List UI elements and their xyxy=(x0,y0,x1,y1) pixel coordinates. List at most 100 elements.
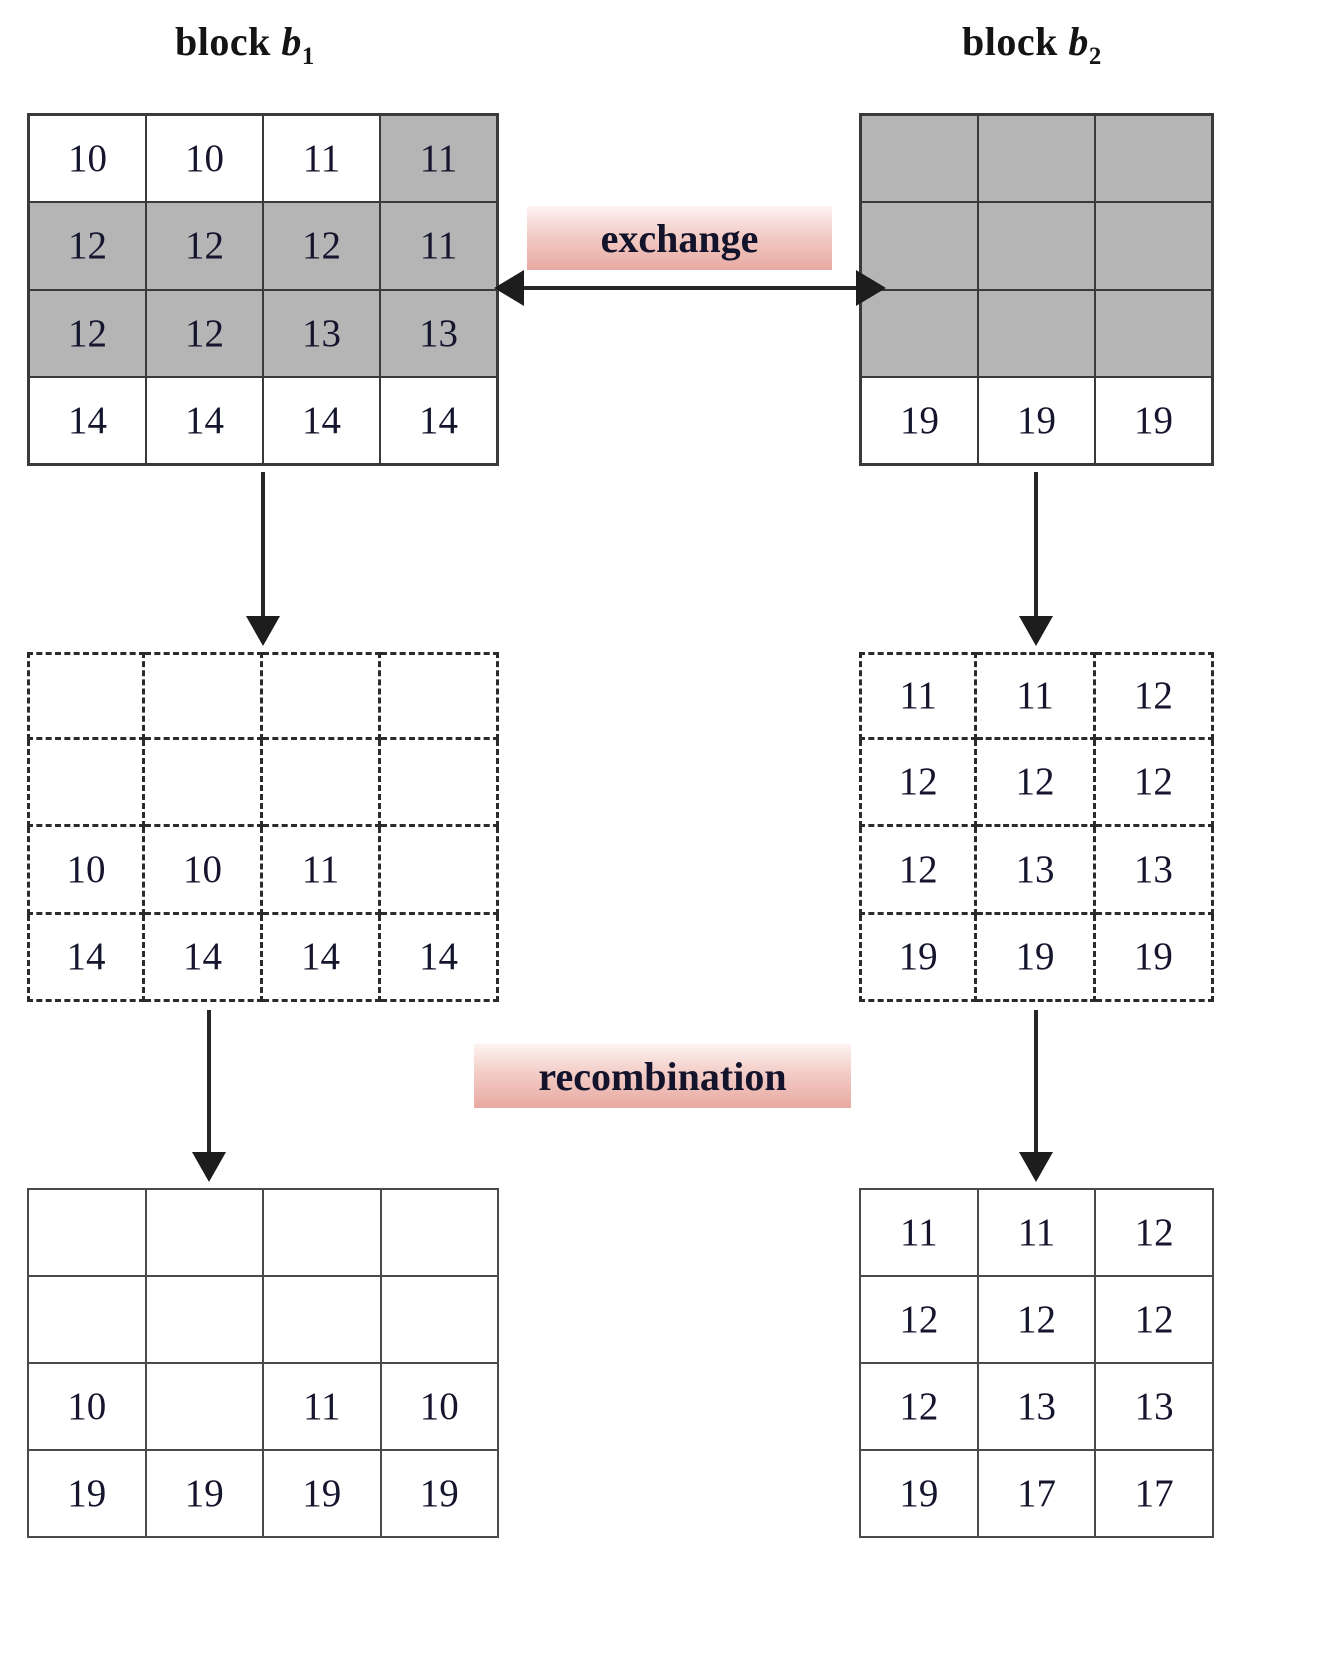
block-b2-split-grid-cell-r4c2: 19 xyxy=(977,914,1096,1002)
block-b2-source-grid-cell-r1c2 xyxy=(979,116,1094,202)
block-b1-result-grid-cell-r3c3: 11 xyxy=(264,1364,380,1449)
block-b1-source-grid-cell-r2c1: 12 xyxy=(30,203,145,289)
block-b2-source-grid-cell-r4c1: 19 xyxy=(862,377,977,463)
block-b1-source-grid-cell-r1c4: 11 xyxy=(381,116,496,202)
block-b1-source-grid-cell-r4c3: 14 xyxy=(264,377,379,463)
block-b1-source-grid-cell-r4c4: 14 xyxy=(381,377,496,463)
block-b2-result-grid-cell-r2c2: 12 xyxy=(978,1277,1095,1362)
exchange-arrow-head-left xyxy=(494,270,524,306)
block-b1-source-grid-cell-r4c1: 14 xyxy=(30,377,145,463)
block1-split-arrow-head xyxy=(246,616,280,646)
recombination-label: recombination xyxy=(474,1044,851,1108)
block-b1-result-grid-cell-r4c3: 19 xyxy=(264,1451,380,1536)
block-b2-source-grid-cell-r2c3 xyxy=(1096,203,1211,289)
block-b2-split-grid-cell-r1c1: 11 xyxy=(859,652,978,740)
block-b2-result-grid-cell-r2c3: 12 xyxy=(1096,1277,1212,1362)
block-b1-source-grid-cell-r1c2: 10 xyxy=(147,116,262,202)
block-b1-source-grid-cell-r3c3: 13 xyxy=(264,290,379,376)
block-b1-split-grid-cell-r1c1 xyxy=(27,652,145,740)
block-b1-split-grid-cell-r4c1: 14 xyxy=(27,914,145,1002)
block-b1-split-grid-cell-r1c4 xyxy=(381,652,499,740)
block1-recombine-arrow-head xyxy=(192,1152,226,1182)
block2-split-arrow-line xyxy=(1034,472,1038,622)
block-b2-result-grid-cell-r1c1: 11 xyxy=(861,1190,977,1275)
block-b2-source-grid-cell-r4c2: 19 xyxy=(979,377,1094,463)
block-b2-result-grid-cell-r1c2: 11 xyxy=(978,1190,1095,1275)
block-b2-source-grid-cell-r4c3: 19 xyxy=(1096,377,1211,463)
block-b2-title-symbol: b2 xyxy=(1068,19,1102,70)
block-b2-source-grid-cell-r1c1 xyxy=(862,116,977,202)
block-b2-result-grid-cell-r4c3: 17 xyxy=(1096,1451,1212,1536)
block-b2-split-grid-cell-r1c3: 12 xyxy=(1095,652,1214,740)
block-b2-split-grid-cell-r4c1: 19 xyxy=(859,914,978,1002)
block-b1-split-grid-cell-r2c4 xyxy=(381,739,499,827)
block-b1-split-grid-cell-r4c3: 14 xyxy=(263,914,381,1002)
block-b1-result-grid-cell-r4c4: 19 xyxy=(381,1451,497,1536)
block-b1-result-grid-cell-r4c2: 19 xyxy=(146,1451,262,1536)
block-b1-result-grid-cell-r3c1: 10 xyxy=(29,1364,145,1449)
block-b1-source-grid-cell-r4c2: 14 xyxy=(147,377,262,463)
block-b2-source-grid-cell-r3c2 xyxy=(979,290,1094,376)
block-b1-result-grid-cell-r3c2 xyxy=(146,1364,262,1449)
block-b2-result-grid-cell-r4c1: 19 xyxy=(861,1451,977,1536)
block-b2-split-grid-cell-r2c1: 12 xyxy=(859,739,978,827)
block-b2-split-grid-cell-r1c2: 11 xyxy=(977,652,1096,740)
block-b1-result-grid-cell-r2c1 xyxy=(29,1277,145,1362)
block-b1-source-grid-cell-r2c2: 12 xyxy=(147,203,262,289)
block-b1-title-prefix: block xyxy=(175,19,282,64)
block-b1-source-grid-cell-r3c4: 13 xyxy=(381,290,496,376)
block-b2-split-grid-cell-r3c2: 13 xyxy=(977,827,1096,915)
block-b1-result-grid-cell-r1c3 xyxy=(264,1190,380,1275)
block-b1-source-grid-cell-r2c4: 11 xyxy=(381,203,496,289)
block-b2-source-grid-cell-r1c3 xyxy=(1096,116,1211,202)
block-b2-title: block b2 xyxy=(962,18,1102,71)
exchange-arrow-line xyxy=(520,286,864,290)
block-b2-split-grid-cell-r2c2: 12 xyxy=(977,739,1096,827)
block-b2-split-grid-cell-r3c3: 13 xyxy=(1095,827,1214,915)
block-b2-split-grid-cell-r4c3: 19 xyxy=(1095,914,1214,1002)
block-b1-result-grid-cell-r2c2 xyxy=(146,1277,262,1362)
block-b1-source-grid-cell-r2c3: 12 xyxy=(264,203,379,289)
block-b1-title: block b1 xyxy=(175,18,315,71)
block-b1-split-grid-cell-r4c2: 14 xyxy=(145,914,263,1002)
block-b1-split-grid-cell-r2c3 xyxy=(263,739,381,827)
block-b1-result-grid-cell-r2c3 xyxy=(264,1277,380,1362)
block-b1-split-grid-cell-r3c2: 10 xyxy=(145,827,263,915)
block1-split-arrow-line xyxy=(261,472,265,622)
exchange-label: exchange xyxy=(527,206,832,270)
block-b1-source-grid-cell-r3c2: 12 xyxy=(147,290,262,376)
block-b2-result-grid-cell-r4c2: 17 xyxy=(978,1451,1095,1536)
block-b2-result-grid-cell-r3c2: 13 xyxy=(978,1364,1095,1449)
block-b1-split-grid-cell-r1c3 xyxy=(263,652,381,740)
block2-recombine-arrow-head xyxy=(1019,1152,1053,1182)
block-b1-split-grid-cell-r2c2 xyxy=(145,739,263,827)
block-b1-split-grid-cell-r1c2 xyxy=(145,652,263,740)
block-b1-result-grid-cell-r4c1: 19 xyxy=(29,1451,145,1536)
block-b2-result-grid-cell-r1c3: 12 xyxy=(1096,1190,1212,1275)
block2-split-arrow-head xyxy=(1019,616,1053,646)
block-b1-result-grid-cell-r3c4: 10 xyxy=(381,1364,497,1449)
block-b1-source-grid-cell-r3c1: 12 xyxy=(30,290,145,376)
block1-recombine-arrow-line xyxy=(207,1010,211,1158)
block-b1-result-grid-cell-r1c4 xyxy=(381,1190,497,1275)
block-b2-result-grid-cell-r2c1: 12 xyxy=(861,1277,977,1362)
block-b1-split-grid-cell-r2c1 xyxy=(27,739,145,827)
block-b1-split-grid-cell-r3c1: 10 xyxy=(27,827,145,915)
block-b1-split-grid-cell-r4c4: 14 xyxy=(381,914,499,1002)
block-b2-result-grid-cell-r3c1: 12 xyxy=(861,1364,977,1449)
block-b1-result-grid-cell-r1c2 xyxy=(146,1190,262,1275)
block-b1-split-grid-cell-r3c4 xyxy=(381,827,499,915)
block-b1-result-grid-cell-r2c4 xyxy=(381,1277,497,1362)
block-b2-split-grid-cell-r3c1: 12 xyxy=(859,827,978,915)
block-b1-source-grid-cell-r1c1: 10 xyxy=(30,116,145,202)
block2-recombine-arrow-line xyxy=(1034,1010,1038,1158)
block-b2-split-grid-cell-r2c3: 12 xyxy=(1095,739,1214,827)
block-b1-source-grid-cell-r1c3: 11 xyxy=(264,116,379,202)
block-b2-title-prefix: block xyxy=(962,19,1069,64)
